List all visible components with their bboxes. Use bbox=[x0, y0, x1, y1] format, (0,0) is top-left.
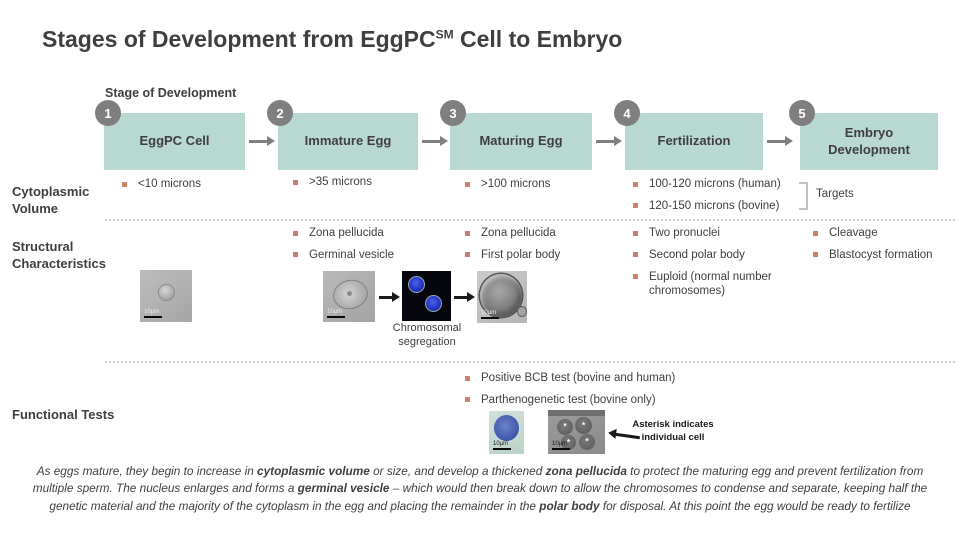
row-label-functional-tests: Functional Tests bbox=[12, 407, 115, 422]
dotted-divider bbox=[105, 219, 955, 221]
list-item: Positive BCB test (bovine and human) bbox=[465, 371, 715, 385]
stage-box-eggpc-cell: EggPC Cell bbox=[104, 113, 245, 170]
title-superscript: SM bbox=[435, 27, 454, 42]
footer-paragraph: As eggs mature, they begin to increase i… bbox=[15, 463, 945, 515]
row-label-structural-characteristics: Structural Characteristics bbox=[12, 239, 106, 271]
list-item: Cleavage bbox=[813, 226, 958, 240]
bullet-square-icon bbox=[293, 230, 298, 236]
stage-number-badge-2: 2 bbox=[267, 100, 293, 126]
asterisk-marker: * bbox=[575, 417, 592, 434]
bullet-square-icon bbox=[293, 252, 298, 258]
structural-immature-list: Zona pellucida Germinal vesicle bbox=[293, 226, 448, 270]
stage-box-immature-egg: Immature Egg bbox=[278, 113, 418, 170]
list-item: Two pronuclei bbox=[633, 226, 793, 240]
cytoplasmic-volume-maturing-list: >100 microns bbox=[465, 177, 615, 199]
list-item: Blastocyst formation bbox=[813, 248, 958, 262]
list-item: Germinal vesicle bbox=[293, 248, 448, 262]
asterisk-marker: * bbox=[579, 434, 595, 450]
chromosome-fluorescence-micrograph bbox=[402, 271, 451, 321]
cytoplasmic-volume-fertilization-list: 100-120 microns (human) 120-150 microns … bbox=[633, 177, 798, 221]
structural-fertilization-list: Two pronuclei Second polar body Euploid … bbox=[633, 226, 793, 306]
stage-number-badge-5: 5 bbox=[789, 100, 815, 126]
page-title: Stages of Development from EggPCSM Cell … bbox=[42, 26, 623, 52]
stage-box-embryo-development: Embryo Development bbox=[800, 113, 938, 170]
bullet-square-icon bbox=[465, 181, 470, 187]
bullet-square-icon bbox=[633, 274, 638, 280]
list-item: >100 microns bbox=[465, 177, 615, 191]
footer-line-1: As eggs mature, they begin to increase i… bbox=[36, 464, 924, 478]
bullet-square-icon bbox=[465, 375, 470, 381]
bullet-square-icon bbox=[633, 230, 638, 236]
bullet-square-icon bbox=[633, 252, 638, 258]
list-item: Euploid (normal number chromosomes) bbox=[633, 270, 793, 299]
chromosomal-segregation-caption: Chromosomal segregation bbox=[392, 322, 462, 349]
stage-box-fertilization: Fertilization bbox=[625, 113, 763, 170]
scale-bar: 10µm bbox=[144, 309, 162, 318]
bullet-square-icon bbox=[633, 181, 638, 187]
list-item: Parthenogenetic test (bovine only) bbox=[465, 393, 715, 407]
asterisk-note: Asterisk indicates individual cell bbox=[632, 419, 714, 443]
targets-label: Targets bbox=[816, 188, 854, 200]
maturing-egg-micrograph: 10µm bbox=[477, 271, 527, 323]
immature-egg-micrograph: 10µm bbox=[323, 271, 375, 322]
list-item: 100-120 microns (human) bbox=[633, 177, 798, 191]
functional-tests-list: Positive BCB test (bovine and human) Par… bbox=[465, 371, 715, 415]
bullet-square-icon bbox=[813, 230, 818, 236]
structural-embryo-list: Cleavage Blastocyst formation bbox=[813, 226, 958, 270]
bullet-square-icon bbox=[122, 181, 127, 187]
targets-bracket bbox=[799, 182, 808, 210]
structural-maturing-list: Zona pellucida First polar body bbox=[465, 226, 620, 270]
asterisk-marker: * bbox=[561, 435, 576, 450]
stage-number-badge-1: 1 bbox=[95, 100, 121, 126]
bcb-test-micrograph: 10µm bbox=[489, 411, 524, 454]
cytoplasmic-volume-immature-list: >35 microns bbox=[293, 175, 443, 197]
parthenogenetic-test-micrograph: * * * * 10µm bbox=[548, 410, 605, 454]
dotted-divider bbox=[105, 361, 955, 363]
bullet-square-icon bbox=[465, 252, 470, 258]
row-label-cytoplasmic-volume: Cytoplasmic Volume bbox=[12, 184, 90, 216]
list-item: First polar body bbox=[465, 248, 620, 262]
list-item: 120-150 microns (bovine) bbox=[633, 199, 798, 213]
scale-bar: 10µm bbox=[481, 310, 499, 319]
bullet-square-icon bbox=[465, 230, 470, 236]
cytoplasmic-volume-eggpc-list: <10 microns bbox=[122, 177, 272, 199]
scale-bar: 10µm bbox=[552, 441, 570, 450]
bullet-square-icon bbox=[633, 203, 638, 209]
asterisk-marker: * bbox=[557, 419, 573, 435]
bullet-square-icon bbox=[813, 252, 818, 258]
bullet-square-icon bbox=[293, 179, 298, 185]
scale-bar: 10µm bbox=[327, 309, 345, 318]
list-item: <10 microns bbox=[122, 177, 272, 191]
bullet-square-icon bbox=[465, 397, 470, 403]
list-item: Zona pellucida bbox=[293, 226, 448, 240]
footer-line-3: genetic material and the majority of the… bbox=[49, 498, 911, 513]
eggpc-cell-micrograph: 10µm bbox=[140, 270, 192, 322]
stage-box-maturing-egg: Maturing Egg bbox=[450, 113, 592, 170]
list-item: Zona pellucida bbox=[465, 226, 620, 240]
list-item: Second polar body bbox=[633, 248, 793, 262]
list-item: >35 microns bbox=[293, 175, 443, 189]
footer-line-2: multiple sperm. The nucleus enlarges and… bbox=[32, 481, 928, 496]
scale-bar: 10µm bbox=[493, 441, 511, 450]
stage-of-development-label: Stage of Development bbox=[105, 86, 237, 100]
stage-number-badge-4: 4 bbox=[614, 100, 640, 126]
stage-number-badge-3: 3 bbox=[440, 100, 466, 126]
